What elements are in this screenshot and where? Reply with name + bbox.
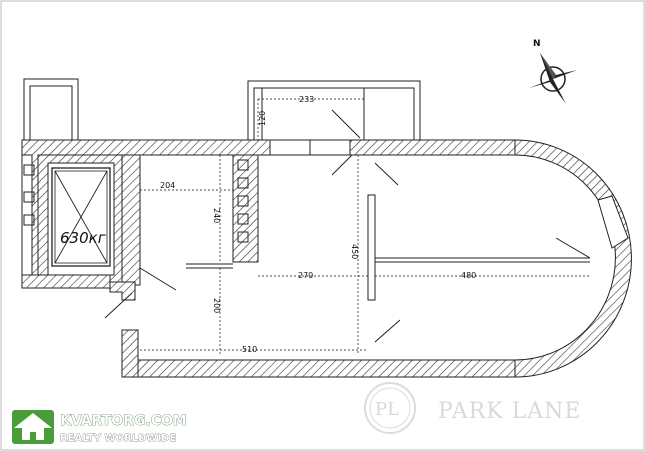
balcony-center xyxy=(247,80,421,140)
wall-left-lower xyxy=(121,329,139,378)
dim-270: 270 xyxy=(298,271,313,280)
kvartorg-site-name: KVARTORG.COM xyxy=(60,413,187,429)
park-lane-watermark: PL PARK LANE xyxy=(364,382,581,434)
dim-450: 450 xyxy=(350,244,359,259)
dim-120: 120 xyxy=(258,111,267,126)
elevator-capacity-label: 630кг xyxy=(60,229,106,247)
elevator-cab: 630кг xyxy=(51,167,111,267)
dim-200: 200 xyxy=(212,298,221,313)
wall-partition-a xyxy=(121,154,141,286)
dimension-lines xyxy=(140,98,590,355)
kvartorg-tagline: REALTY WORLDWIDE xyxy=(60,433,176,444)
kvartorg-watermark: KVARTORG.COM REALTY WORLDWIDE xyxy=(12,410,187,444)
compass-ring-icon xyxy=(540,66,566,92)
wall-partition-b xyxy=(232,154,259,263)
interior-lines xyxy=(21,78,591,343)
balcony-bay xyxy=(597,195,629,249)
house-logo-icon xyxy=(12,410,54,444)
compass-rose: N xyxy=(529,39,577,104)
compass-north-label: N xyxy=(533,39,541,49)
plan-walls xyxy=(21,139,632,378)
park-lane-monogram: PL xyxy=(375,399,399,420)
park-lane-name: PARK LANE xyxy=(438,399,581,424)
dim-233: 233 xyxy=(299,95,314,104)
wall-stub-left xyxy=(21,274,111,289)
dim-480: 480 xyxy=(461,271,476,280)
wall-bottom xyxy=(121,359,516,378)
dim-204: 204 xyxy=(160,181,175,190)
dim-510: 510 xyxy=(242,345,257,354)
park-lane-emblem-icon xyxy=(364,382,416,434)
wall-stub-mid xyxy=(109,281,136,301)
wall-top-right xyxy=(349,139,516,156)
balcony-left xyxy=(23,78,79,140)
dimension-labels: 233 120 204 240 450 270 480 200 510 xyxy=(160,95,476,354)
dim-240: 240 xyxy=(212,208,221,223)
